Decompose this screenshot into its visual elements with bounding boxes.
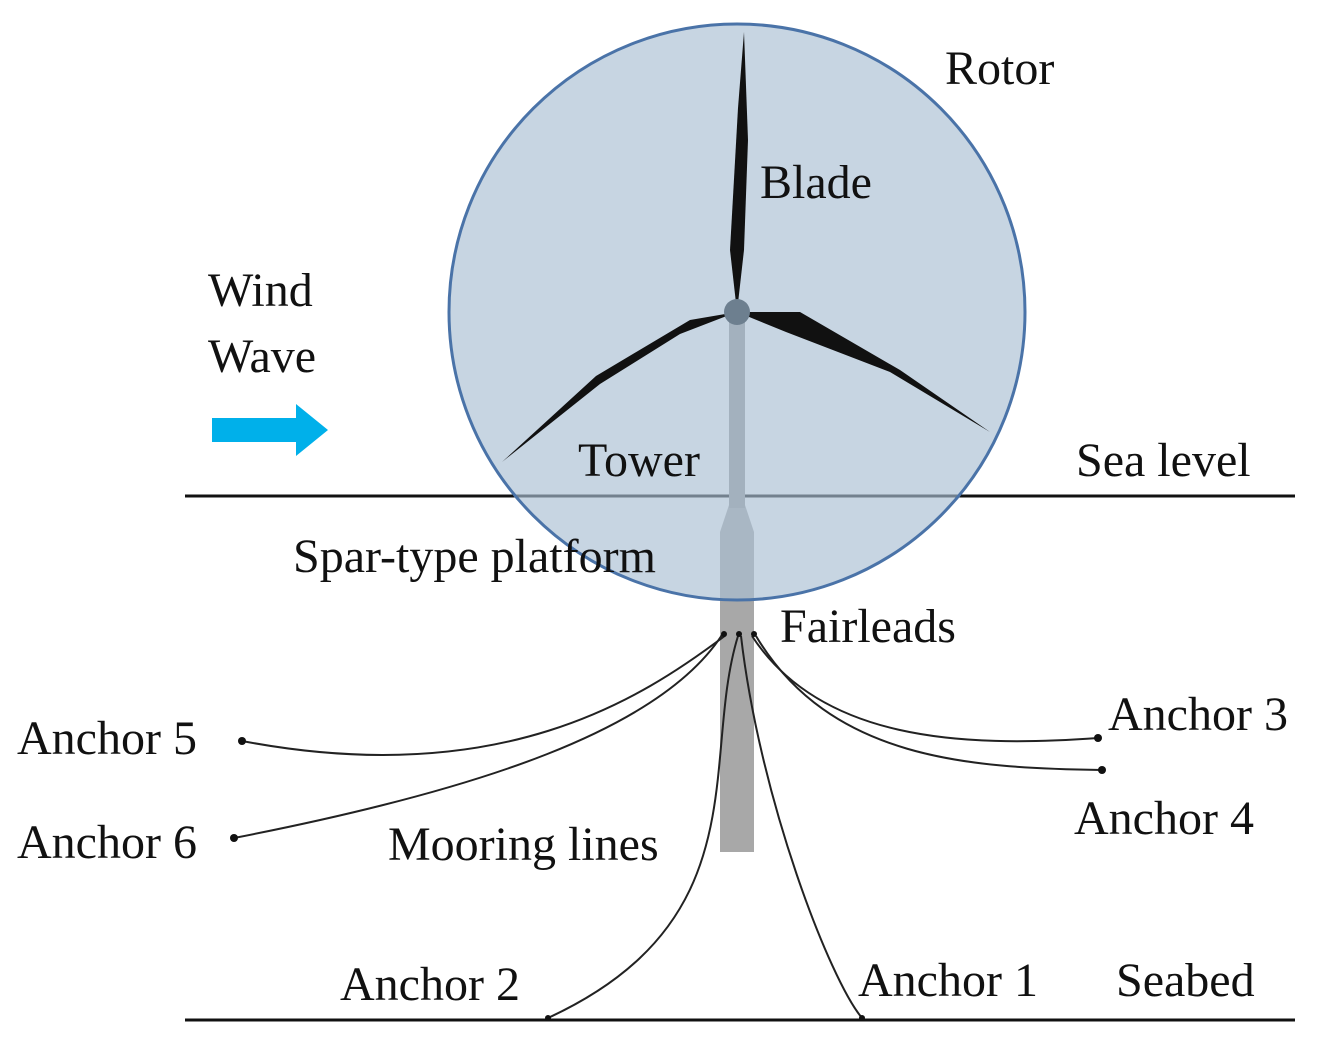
anchor-1-point: [859, 1015, 865, 1021]
mooring-line-anchor-5: [241, 634, 727, 757]
tower-label: Tower: [578, 434, 700, 487]
mooring-line-anchor-6: [233, 634, 723, 839]
anchor-points: [230, 631, 1106, 1021]
anchor-4-label: Anchor 4: [1074, 792, 1254, 845]
anchor-1-label: Anchor 1: [858, 954, 1038, 1007]
mooring-lines-label: Mooring lines: [388, 818, 659, 871]
blade-top: [730, 32, 748, 312]
mooring-lines: [233, 634, 1103, 1019]
fairlead-point: [721, 631, 727, 637]
blade-label: Blade: [760, 156, 872, 209]
blades: [502, 32, 990, 462]
anchor-2-point: [545, 1015, 551, 1021]
anchor-5-label: Anchor 5: [17, 712, 197, 765]
seabed-label: Seabed: [1116, 954, 1255, 1007]
anchor-2-label: Anchor 2: [340, 958, 520, 1011]
sea-level-label: Sea level: [1076, 434, 1251, 487]
mooring-line-anchor-1: [740, 635, 863, 1019]
anchor-4-point: [1098, 766, 1106, 774]
wind-wave-arrow: [212, 404, 328, 456]
hub: [724, 299, 750, 325]
mooring-line-anchor-4: [755, 635, 1103, 771]
fairleads-label: Fairleads: [780, 600, 956, 653]
rotor-label: Rotor: [945, 42, 1054, 95]
fairlead-point: [751, 631, 757, 637]
wave-label: Wave: [208, 330, 316, 383]
anchor-6-label: Anchor 6: [17, 816, 197, 869]
anchor-3-label: Anchor 3: [1108, 688, 1288, 741]
fairlead-point: [736, 631, 742, 637]
spar-platform-label: Spar-type platform: [293, 530, 656, 583]
mooring-line-anchor-2: [547, 635, 739, 1019]
wind-label: Wind: [208, 264, 313, 317]
anchor-6-point: [230, 834, 238, 842]
anchor-3-point: [1094, 734, 1102, 742]
anchor-5-point: [238, 737, 246, 745]
